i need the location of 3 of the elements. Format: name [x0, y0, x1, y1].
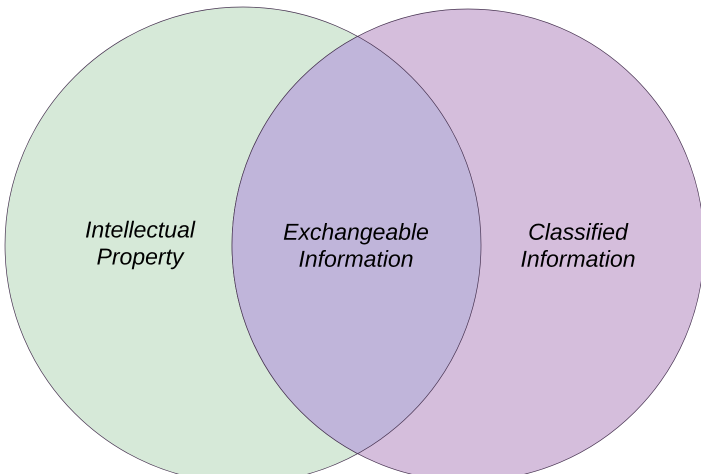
region-label: Intellectual Property [86, 220, 196, 270]
region-label: Exchangeable Information [284, 223, 428, 267]
region-label: Classified Information [521, 223, 634, 267]
